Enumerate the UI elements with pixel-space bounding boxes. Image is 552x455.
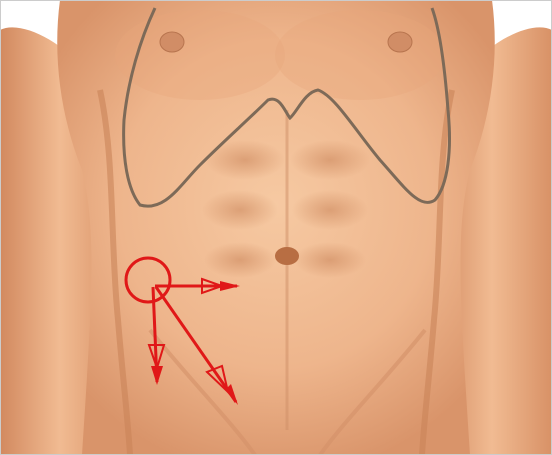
left-nipple — [160, 32, 184, 52]
right-nipple — [388, 32, 412, 52]
left-pectoral — [115, 10, 285, 100]
right-pectoral — [275, 10, 445, 100]
navel — [275, 247, 299, 265]
